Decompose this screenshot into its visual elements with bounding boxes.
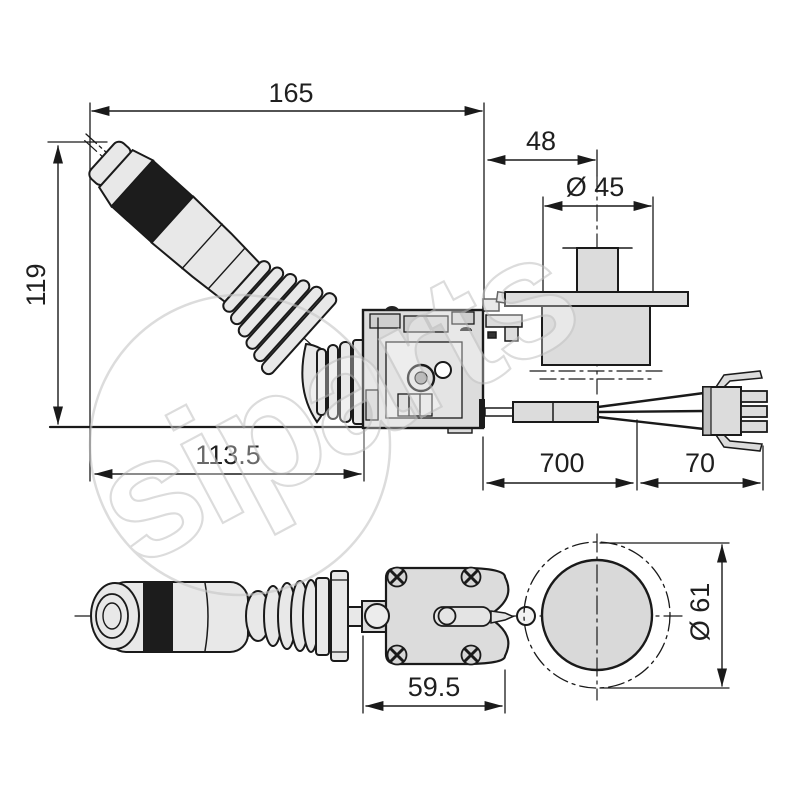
- front-dimension-lines: [365, 544, 728, 712]
- front-black-band: [143, 582, 173, 652]
- screw-icon: [386, 566, 408, 588]
- front-boot-ribs: [263, 579, 320, 653]
- screw-icon: [386, 644, 408, 666]
- side-view: 165 119 48 Ø 45 113.5 700 70: [21, 78, 768, 491]
- flange-body-block: [541, 305, 651, 366]
- front-view: Ø 61 59.5: [74, 533, 730, 714]
- shaft-divider-1: [181, 223, 223, 270]
- dim-text-plate-width: 59.5: [408, 672, 461, 702]
- extension-lines: [47, 102, 764, 491]
- wire: [596, 415, 706, 431]
- lever-pin-tip: [490, 610, 515, 624]
- watermark: siparts: [63, 195, 603, 602]
- switch-body: [361, 290, 523, 430]
- bellows-rib: [253, 285, 324, 363]
- dim-text-body-length: 113.5: [195, 440, 261, 470]
- screw-icon: [460, 566, 482, 588]
- bellows-rib: [245, 279, 311, 350]
- connector-latch-bottom: [714, 434, 763, 452]
- connector-face: [702, 386, 712, 436]
- bellows-rib: [237, 272, 298, 338]
- dim-text-height: 119: [21, 263, 51, 306]
- dimension-lines: [52, 105, 761, 489]
- lever-handle: [84, 140, 338, 376]
- bellows-rib: [260, 292, 338, 376]
- connector-pin: [740, 405, 768, 418]
- connector-pin: [740, 420, 768, 433]
- plate-shaft-hole: [364, 603, 390, 629]
- slot-roller: [437, 606, 457, 626]
- cable-gland: [479, 399, 485, 428]
- wire: [596, 409, 706, 414]
- latch-part: [504, 326, 519, 342]
- cam-pin: [414, 371, 428, 385]
- connector-pins: [740, 390, 768, 433]
- cable-sleeve: [512, 401, 599, 423]
- boot-rib: [316, 348, 327, 416]
- latch-part: [482, 298, 500, 312]
- dim-text-cable-length: 700: [539, 448, 584, 478]
- latch-part: [485, 314, 523, 328]
- plate-screws: [386, 566, 482, 666]
- front-handle: [90, 570, 366, 662]
- connector-latch-top: [714, 370, 763, 388]
- body-internals: [365, 311, 475, 421]
- wires: [596, 391, 706, 431]
- lever-ball-end: [516, 606, 536, 626]
- front-knob-nose: [90, 582, 140, 650]
- front-extension-lines: [362, 542, 730, 714]
- flange-side-view: [504, 175, 689, 395]
- bellows-ribs: [222, 260, 338, 376]
- screw-dome-icon: [460, 327, 472, 331]
- screw-dome-icon: [385, 306, 399, 311]
- internal-block: [451, 311, 475, 325]
- dim-text-flange-diameter: Ø 45: [566, 172, 625, 202]
- connector-pin: [740, 390, 768, 403]
- internal-block: [403, 315, 449, 333]
- front-shaft-divider: [204, 582, 209, 652]
- latch-part: [487, 331, 497, 339]
- pivot-circle: [434, 361, 452, 379]
- front-flange-plate-2: [330, 570, 349, 662]
- flange-stem: [576, 247, 619, 293]
- boot-rib: [327, 344, 339, 420]
- contact-block: [397, 393, 433, 417]
- front-nose-ring: [95, 593, 129, 639]
- shaft-divider-2: [207, 247, 246, 290]
- mounting-plate: [361, 566, 515, 666]
- watermark-circle: [88, 293, 392, 597]
- dim-text-overall-length: 165: [268, 78, 313, 108]
- cable-assembly: [479, 370, 768, 452]
- front-flange-plate-1: [315, 577, 330, 656]
- dim-text-knob-diameter: Ø 61: [685, 583, 715, 642]
- wire: [596, 391, 706, 409]
- watermark-text: siparts: [64, 196, 602, 601]
- dim-text-stem-offset: 48: [526, 126, 556, 156]
- dim-text-connector-length: 70: [685, 448, 715, 478]
- front-nose-ring-inner: [102, 602, 122, 630]
- boot-rib: [339, 341, 352, 423]
- screw-icon: [460, 644, 482, 666]
- bellows-rib: [222, 260, 272, 313]
- internal-block: [365, 389, 379, 421]
